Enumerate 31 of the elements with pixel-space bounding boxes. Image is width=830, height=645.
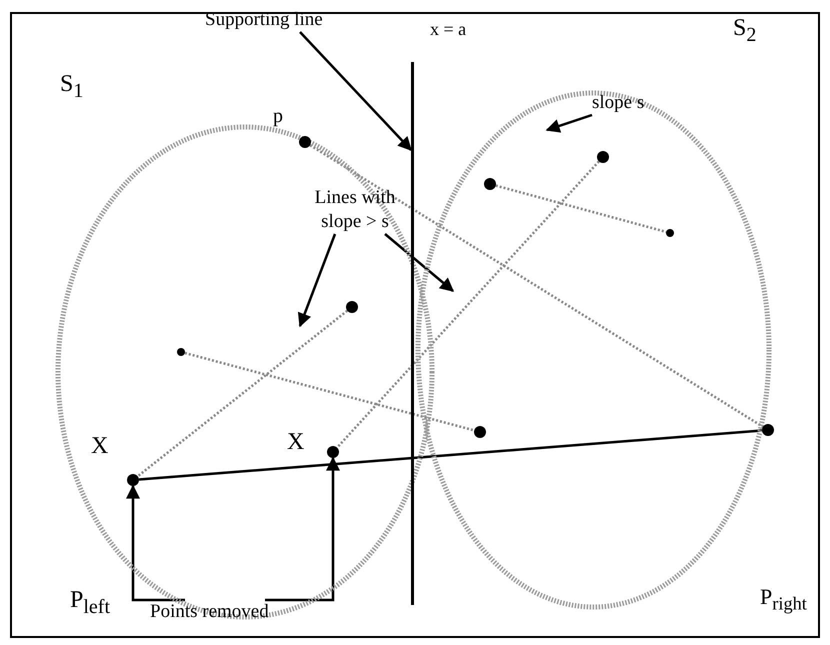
set-label: P$_{left}$ — [70, 588, 110, 617]
annotation-text: Points removed — [150, 600, 269, 624]
point-dot — [474, 426, 486, 438]
arrow — [298, 234, 336, 328]
arrow — [126, 484, 185, 602]
connecting-segment — [136, 310, 348, 478]
point-label: X — [287, 430, 304, 454]
supporting-line — [411, 62, 414, 605]
connecting-segment — [495, 184, 666, 234]
set-label: S$_{1}$ — [60, 72, 84, 101]
arrow — [265, 456, 340, 602]
connecting-segment — [138, 429, 762, 481]
line-equation: x = a — [430, 20, 466, 38]
connecting-segment — [184, 352, 475, 432]
arrow — [384, 233, 454, 292]
point-dot — [346, 301, 358, 313]
point-dot — [177, 348, 185, 356]
arrow — [299, 31, 412, 152]
point-dot — [762, 424, 774, 436]
point-dot — [666, 229, 674, 237]
set-label: P$_{right}$ — [760, 586, 807, 613]
arrow — [546, 114, 592, 133]
set-label: S$_{2}$ — [733, 16, 756, 45]
point-label: X — [91, 434, 108, 458]
point-dot — [484, 178, 496, 190]
point-dot — [597, 151, 609, 163]
annotation-text: slope s — [592, 91, 644, 115]
connecting-segment — [336, 160, 600, 448]
connecting-segment — [309, 144, 764, 428]
annotation-text: Lines with slope > s — [314, 186, 396, 234]
point-label: p — [273, 106, 283, 126]
